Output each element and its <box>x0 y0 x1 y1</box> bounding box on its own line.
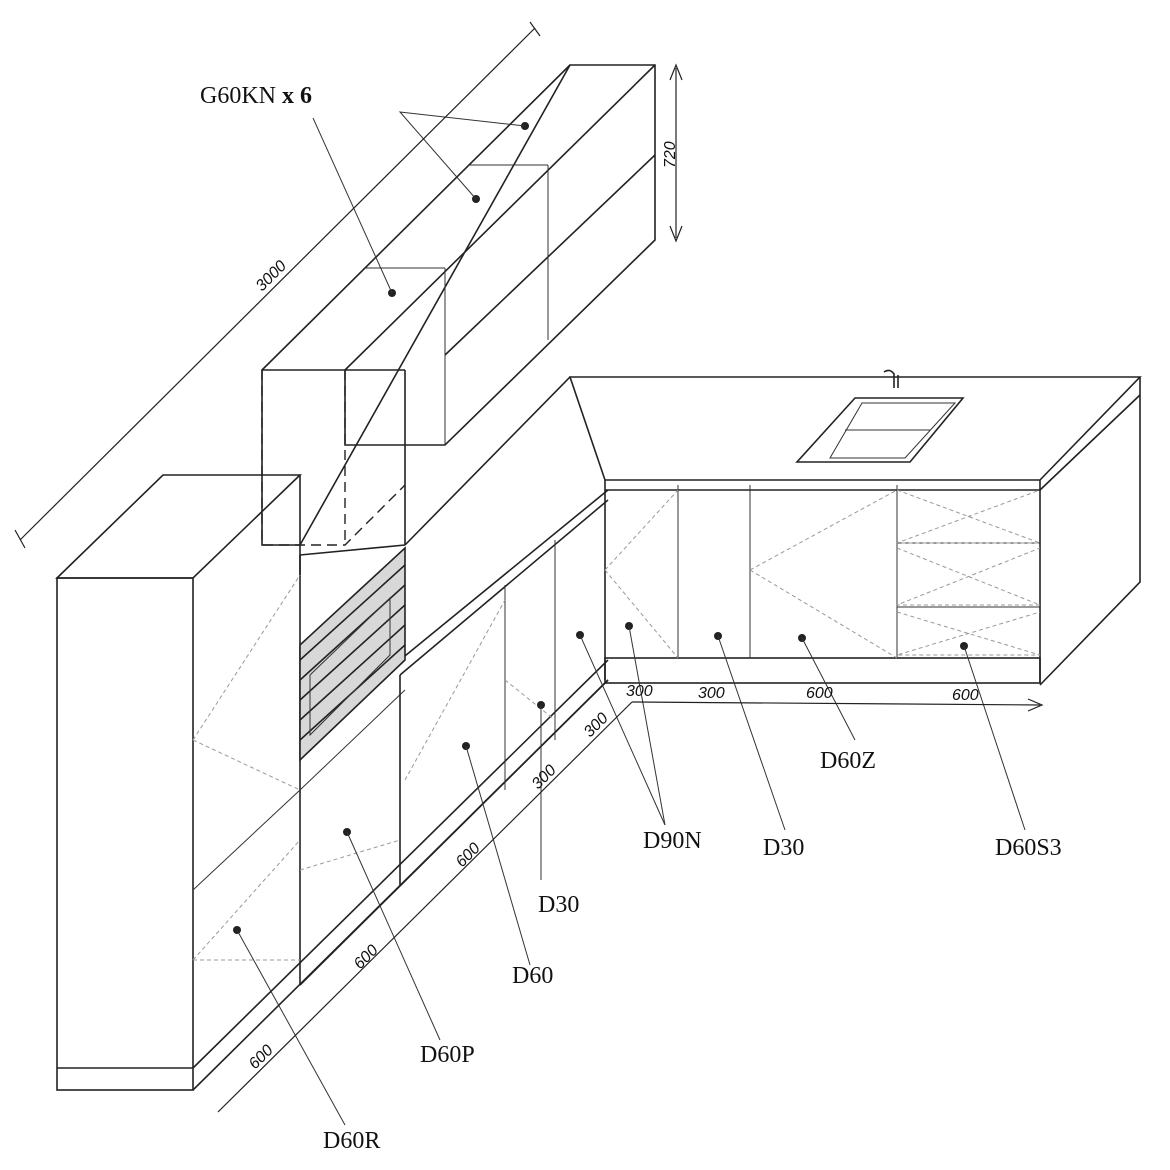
wall-cabinets <box>261 64 656 546</box>
label-d30-right: D30 <box>763 835 804 861</box>
leaders <box>233 111 1026 1126</box>
hood-outline <box>261 370 406 546</box>
label-d30-left: D30 <box>538 892 579 918</box>
dim-island-3: 600 <box>806 685 833 702</box>
dim-wall-height: 720 <box>662 141 679 168</box>
dim-island-1: 300 <box>626 683 653 700</box>
dimension-lines <box>14 21 1044 1113</box>
label-d60: D60 <box>512 963 553 989</box>
label-g60kn: G60KN <box>200 83 276 109</box>
dim-front-3: 600 <box>453 840 484 871</box>
dim-island-2: 300 <box>698 685 725 702</box>
label-d60s3: D60S3 <box>995 835 1062 861</box>
faucet-icon <box>883 369 899 388</box>
dim-front-4: 300 <box>529 762 560 793</box>
dim-island-4: 600 <box>952 687 979 704</box>
label-d60p: D60P <box>420 1042 475 1068</box>
svg-text:G60KN x 6: G60KN x 6 <box>200 83 312 109</box>
dim-front-5: 300 <box>581 710 612 741</box>
cooktop <box>299 546 406 762</box>
sink <box>795 369 965 463</box>
label-d60z: D60Z <box>820 748 876 774</box>
base-run <box>192 376 609 1091</box>
label-d60r: D60R <box>323 1128 380 1154</box>
label-g60kn-qty: x 6 <box>282 83 312 109</box>
label-d90n: D90N <box>643 828 702 854</box>
island <box>568 376 1142 686</box>
dim-front-1: 600 <box>246 1042 277 1073</box>
dim-front-2: 600 <box>351 942 382 973</box>
